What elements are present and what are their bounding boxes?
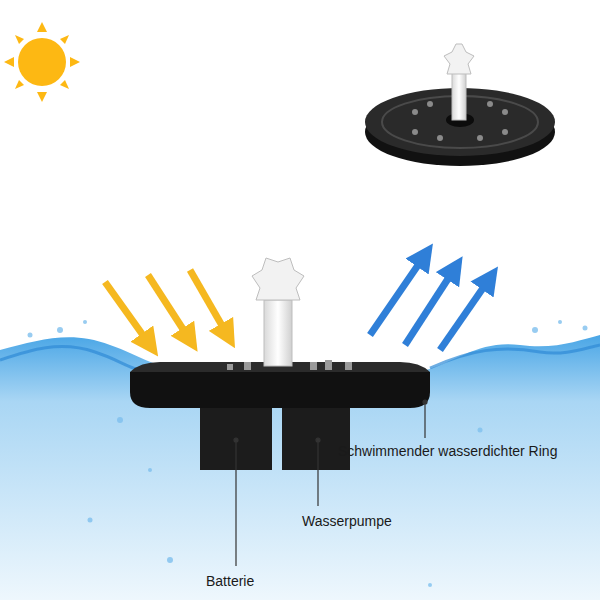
callout-label: Wasserpumpe bbox=[300, 512, 394, 530]
callout-label: Schwimmender wasserdichter Ring bbox=[336, 442, 559, 460]
sun-icon bbox=[4, 22, 80, 102]
leader-lines bbox=[234, 400, 427, 566]
fountain-top-view bbox=[365, 44, 555, 166]
callout-label: Batterie bbox=[204, 572, 256, 590]
water bbox=[0, 320, 600, 600]
fountain-main bbox=[130, 258, 430, 470]
sunlight-arrows bbox=[105, 270, 228, 345]
lift-arrows bbox=[370, 255, 490, 350]
